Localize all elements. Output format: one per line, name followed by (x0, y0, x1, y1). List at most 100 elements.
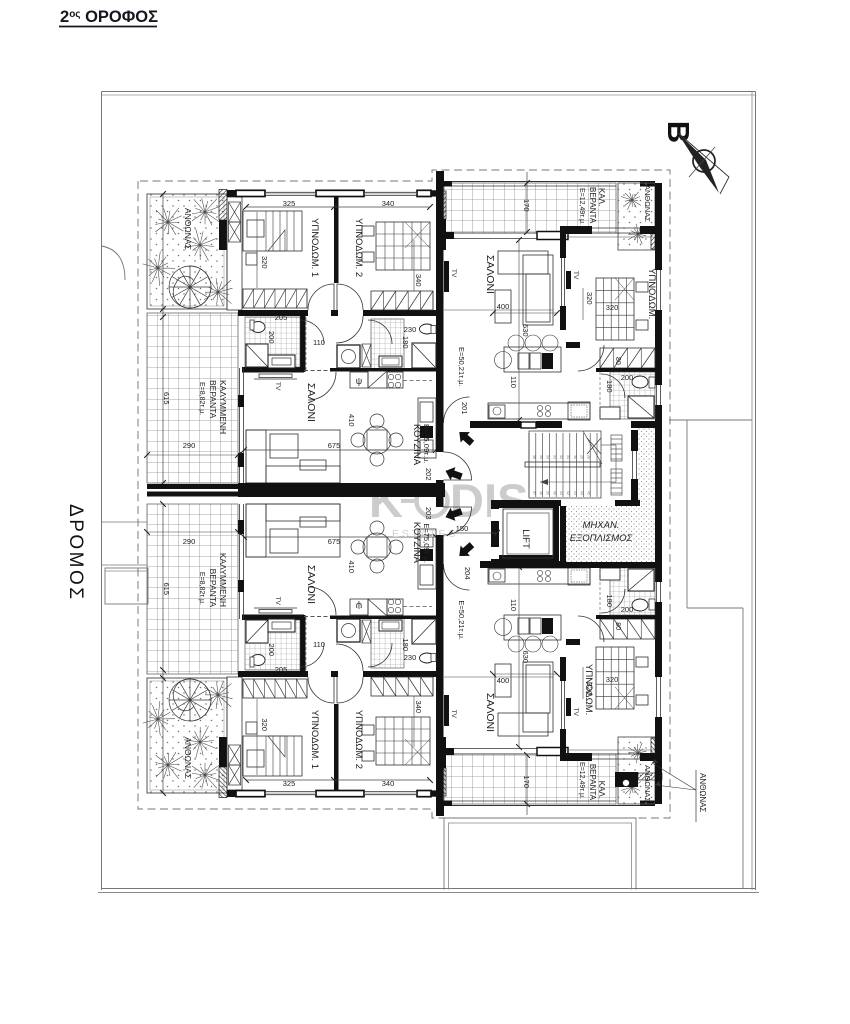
svg-text:ΥΠΝΟΔΩΜ.: ΥΠΝΟΔΩΜ. (646, 268, 657, 319)
svg-text:Ε=8,82τ.μ.: Ε=8,82τ.μ. (198, 572, 205, 605)
svg-text:150: 150 (456, 524, 469, 533)
svg-text:38: 38 (539, 491, 543, 495)
svg-text:410: 410 (347, 414, 356, 427)
svg-text:41: 41 (559, 491, 563, 495)
svg-text:180: 180 (401, 638, 410, 651)
svg-text:Ε=75,09τ.μ.: Ε=75,09τ.μ. (422, 424, 431, 464)
svg-text:Ε=50,21τ.μ.: Ε=50,21τ.μ. (457, 600, 466, 640)
svg-text:200: 200 (621, 373, 634, 382)
svg-text:180: 180 (605, 380, 614, 393)
svg-text:204: 204 (463, 567, 472, 580)
svg-text:320: 320 (585, 682, 594, 695)
svg-text:180: 180 (605, 594, 614, 607)
svg-text:630: 630 (521, 324, 530, 337)
svg-text:28: 28 (586, 455, 590, 459)
svg-text:180: 180 (401, 336, 410, 349)
svg-text:200: 200 (267, 331, 276, 344)
svg-text:615: 615 (162, 582, 171, 595)
svg-text:615: 615 (162, 392, 171, 405)
svg-text:110: 110 (313, 338, 325, 347)
svg-text:TV: TV (450, 710, 457, 719)
svg-text:200: 200 (621, 605, 634, 614)
svg-text:340: 340 (414, 700, 423, 713)
svg-text:410: 410 (347, 560, 356, 573)
svg-text:42: 42 (566, 491, 570, 495)
svg-text:ψ: ψ (356, 376, 362, 386)
svg-text:ΜΗΧΑΝ.: ΜΗΧΑΝ. (583, 520, 620, 531)
svg-text:LIFT: LIFT (520, 529, 531, 549)
svg-text:203: 203 (424, 507, 433, 520)
svg-text:ΥΠΝΟΔΩΜ.: ΥΠΝΟΔΩΜ. (583, 664, 594, 715)
svg-text:200: 200 (267, 643, 276, 656)
svg-text:320: 320 (585, 292, 594, 305)
svg-text:34: 34 (546, 455, 550, 459)
svg-text:ΣΑΛΟΝΙ: ΣΑΛΟΝΙ (484, 255, 496, 294)
svg-text:Ε=8,82τ.μ.: Ε=8,82τ.μ. (198, 382, 205, 415)
svg-text:33: 33 (552, 455, 556, 459)
svg-text:Ε=50,21τ.μ.: Ε=50,21τ.μ. (457, 347, 466, 387)
svg-text:320: 320 (606, 675, 619, 684)
svg-text:TV: TV (572, 271, 579, 280)
svg-text:630: 630 (521, 650, 530, 663)
svg-text:ΥΠΝΟΔΩΜ. 2: ΥΠΝΟΔΩΜ. 2 (353, 218, 364, 277)
svg-text:110: 110 (313, 640, 325, 649)
svg-text:ΑΝΘΩΝΑΣ: ΑΝΘΩΝΑΣ (643, 765, 652, 802)
svg-text:2ος ΟΡΟΦΟΣ: 2ος ΟΡΟΦΟΣ (60, 8, 158, 26)
svg-text:ΣΑΛΟΝΙ: ΣΑΛΟΝΙ (484, 693, 496, 732)
svg-text:230: 230 (404, 653, 417, 662)
svg-text:290: 290 (183, 537, 196, 546)
svg-text:TV: TV (274, 382, 281, 391)
svg-text:340: 340 (382, 779, 395, 788)
svg-text:B: B (661, 121, 696, 143)
svg-text:ΥΠΝΟΔΩΜ. 1: ΥΠΝΟΔΩΜ. 1 (309, 710, 320, 769)
svg-text:37: 37 (532, 491, 536, 495)
svg-text:320: 320 (606, 303, 619, 312)
svg-text:43: 43 (573, 491, 577, 495)
svg-text:ΚΑΛ.: ΚΑΛ. (597, 188, 606, 206)
svg-text:30: 30 (573, 455, 577, 459)
svg-text:Ε=12,49τ.μ.: Ε=12,49τ.μ. (578, 762, 585, 799)
svg-text:ΚΟΥΖΙΝΑ: ΚΟΥΖΙΝΑ (411, 522, 422, 564)
svg-text:32: 32 (559, 455, 563, 459)
svg-text:400: 400 (497, 676, 510, 685)
svg-text:K: K (369, 474, 403, 527)
svg-text:80: 80 (614, 357, 621, 365)
svg-text:80: 80 (614, 622, 621, 630)
svg-text:340: 340 (382, 199, 395, 208)
svg-text:ΑΝΘΩΝΑΣ: ΑΝΘΩΝΑΣ (183, 208, 193, 250)
svg-text:ΑΝΘΩΝΑΣ: ΑΝΘΩΝΑΣ (698, 773, 707, 812)
svg-text:TV: TV (450, 269, 457, 278)
svg-text:ΚΑΛ.: ΚΑΛ. (597, 781, 606, 799)
svg-text:110: 110 (509, 599, 518, 611)
svg-text:35: 35 (539, 455, 543, 459)
svg-text:ΒΕΡΑΝΤΑ: ΒΕΡΑΝΤΑ (588, 764, 597, 801)
svg-text:340: 340 (414, 274, 423, 287)
svg-text:325: 325 (283, 779, 296, 788)
svg-text:675: 675 (328, 441, 341, 450)
svg-text:31: 31 (566, 455, 570, 459)
svg-text:44: 44 (580, 491, 584, 495)
svg-text:ΒΕΡΑΝΤΑ: ΒΕΡΑΝΤΑ (588, 187, 597, 224)
svg-text:TV: TV (274, 597, 281, 606)
svg-text:675: 675 (328, 537, 341, 546)
svg-text:ΑΝΘΩΝΑΣ: ΑΝΘΩΝΑΣ (183, 737, 193, 779)
svg-text:45: 45 (586, 491, 590, 495)
svg-text:ΥΠΝΟΔΩΜ. 2: ΥΠΝΟΔΩΜ. 2 (353, 710, 364, 769)
svg-text:230: 230 (404, 325, 417, 334)
svg-text:ΔΡΟΜΟΣ: ΔΡΟΜΟΣ (65, 504, 86, 602)
svg-text:ΣΑΛΟΝΙ: ΣΑΛΟΝΙ (305, 383, 317, 422)
svg-text:Ε=75,09τ.μ.: Ε=75,09τ.μ. (422, 523, 431, 563)
svg-text:325: 325 (283, 199, 296, 208)
svg-text:110: 110 (509, 376, 518, 388)
svg-text:39: 39 (546, 491, 550, 495)
svg-text:ΚΟΥΖΙΝΑ: ΚΟΥΖΙΝΑ (411, 424, 422, 466)
svg-text:36: 36 (532, 455, 536, 459)
svg-text:202: 202 (424, 468, 433, 481)
svg-text:ΒΕΡΑΝΤΑ: ΒΕΡΑΝΤΑ (208, 569, 218, 608)
svg-text:205: 205 (275, 665, 288, 674)
svg-text:ΚΑΛΥΜΜΕΝΗ: ΚΑΛΥΜΜΕΝΗ (218, 380, 228, 434)
svg-text:170: 170 (522, 775, 531, 788)
svg-text:TV: TV (572, 708, 579, 717)
svg-text:290: 290 (183, 441, 196, 450)
svg-text:ΚΑΛΥΜΜΕΝΗ: ΚΑΛΥΜΜΕΝΗ (218, 553, 228, 607)
